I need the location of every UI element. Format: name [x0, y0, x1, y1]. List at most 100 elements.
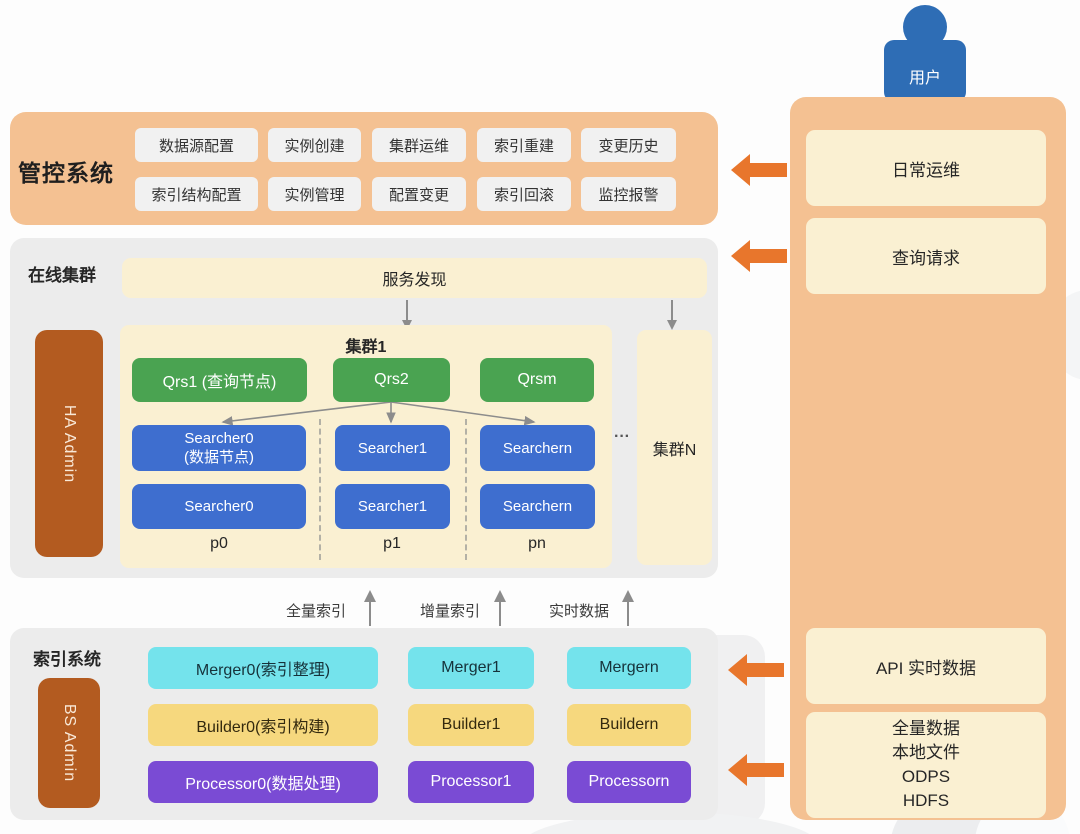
- partition-divider: [319, 419, 321, 560]
- daily-ops-label: 日常运维: [892, 160, 960, 180]
- chip-label: 实例管理: [284, 186, 345, 204]
- cluster-n-box: 集群N: [637, 330, 712, 565]
- qrs1-node: Qrs1 (查询节点): [132, 358, 307, 402]
- processor-label: Processorn: [588, 773, 670, 790]
- chip-instance-create: 实例创建: [268, 128, 361, 162]
- processor0-node: Processor0(数据处理): [148, 761, 378, 803]
- chip-index-rollback: 索引回滚: [477, 177, 571, 211]
- builder-label: Builder0(索引构建): [196, 719, 330, 736]
- searcher-node: Searchern: [480, 484, 595, 529]
- data-source-item: 全量数据: [892, 719, 960, 738]
- ha-admin-bar: HA Admin: [35, 330, 103, 557]
- builder1-node: Builder1: [408, 704, 534, 746]
- data-source-item: HDFS: [902, 791, 950, 810]
- ha-admin-label: HA Admin: [61, 404, 79, 483]
- online-cluster-panel: 在线集群 服务发现 HA Admin 集群1 Qrs1 (查询节点) Qrs2: [10, 238, 718, 578]
- chip-label: 索引结构配置: [151, 186, 242, 204]
- buildern-node: Buildern: [567, 704, 691, 746]
- merger0-node: Merger0(索引整理): [148, 647, 378, 689]
- user-actions-panel: 日常运维 查询请求 API 实时数据 全量数据 本地文件 ODPS HDFS: [790, 97, 1066, 820]
- chip-label: 监控报警: [598, 186, 659, 204]
- api-realtime-box: API 实时数据: [806, 628, 1046, 704]
- chip-label: 变更历史: [598, 137, 659, 155]
- chip-change-history: 变更历史: [581, 128, 676, 162]
- processor1-node: Processor1: [408, 761, 534, 803]
- chip-label: 索引回滚: [493, 186, 554, 204]
- qrs2-node: Qrs2: [333, 358, 450, 402]
- chip-label: 实例创建: [284, 137, 345, 155]
- realtime-data-label: 实时数据: [548, 603, 609, 620]
- builder-label: Buildern: [599, 716, 659, 733]
- qrsm-node: Qrsm: [480, 358, 594, 402]
- incremental-index-label: 增量索引: [419, 603, 480, 620]
- searcher-label: Searcher1: [357, 439, 428, 457]
- partition-label: p1: [383, 535, 401, 552]
- cluster-ellipsis: ···: [614, 428, 630, 445]
- searcher-label: Searcher1: [357, 498, 428, 515]
- service-discovery-bar: 服务发现: [122, 258, 707, 298]
- merger-label: Merger1: [441, 659, 501, 676]
- processor-label: Processor1: [430, 773, 512, 790]
- query-request-box: 查询请求: [806, 218, 1046, 294]
- searcher-label: Searchern: [502, 498, 573, 515]
- partition-label: pn: [528, 535, 546, 552]
- searcher-node: Searcher1: [335, 425, 450, 471]
- merger1-node: Merger1: [408, 647, 534, 689]
- query-request-label: 查询请求: [892, 248, 960, 268]
- chip-label: 索引重建: [493, 137, 554, 155]
- connector-lines: [221, 401, 536, 426]
- arrow-up-icon: [494, 590, 506, 626]
- searcher-label: Searcher0: [184, 498, 254, 515]
- searcher-label: Searcher0: [184, 430, 254, 447]
- api-realtime-label: API 实时数据: [875, 658, 977, 678]
- cluster1-title: 集群1: [345, 339, 387, 356]
- searcher-sublabel: (数据节点): [184, 449, 254, 466]
- chip-instance-manage: 实例管理: [268, 177, 361, 211]
- searcher-node: Searcher0: [132, 484, 306, 529]
- online-cluster-title: 在线集群: [28, 266, 96, 285]
- chip-datasource-config: 数据源配置: [135, 128, 258, 162]
- service-discovery-label: 服务发现: [382, 272, 447, 289]
- searcher-node: Searcher1: [335, 484, 450, 529]
- chip-cluster-ops: 集群运维: [372, 128, 466, 162]
- arrow-down-icon: [667, 300, 677, 330]
- chip-config-change: 配置变更: [372, 177, 466, 211]
- searcher-node: Searchern: [480, 425, 595, 471]
- full-data-sources-box: 全量数据 本地文件 ODPS HDFS: [806, 712, 1046, 818]
- arrow-left-icon: [731, 240, 787, 272]
- chip-label: 数据源配置: [158, 137, 234, 155]
- index-system-panel: 索引系统 BS Admin Merger0(索引整理) Merger1 Merg…: [10, 628, 718, 820]
- bs-admin-bar: BS Admin: [38, 678, 100, 808]
- chip-label: 集群运维: [388, 137, 449, 155]
- processorn-node: Processorn: [567, 761, 691, 803]
- data-source-item: 本地文件: [892, 743, 960, 762]
- builder-label: Builder1: [441, 716, 501, 733]
- merger-label: Merger0(索引整理): [195, 662, 331, 679]
- cluster1-box: 集群1 Qrs1 (查询节点) Qrs2 Qrsm Searcher0 (数据节…: [120, 325, 612, 568]
- chip-label: 配置变更: [388, 186, 449, 204]
- qrs-label: Qrs1 (查询节点): [162, 374, 277, 391]
- processor-label: Processor0(数据处理): [185, 776, 341, 793]
- partition-label: p0: [210, 535, 228, 552]
- user-badge: 用户: [884, 40, 966, 102]
- arrow-up-icon: [364, 590, 376, 626]
- arrow-left-icon: [728, 654, 784, 686]
- merger-label: Mergern: [599, 659, 659, 676]
- partition-divider: [465, 419, 467, 560]
- searcher-node: Searcher0 (数据节点): [132, 425, 306, 471]
- arrow-left-icon: [728, 754, 784, 786]
- arrow-left-icon: [731, 154, 787, 186]
- control-system-title: 管控系统: [18, 160, 114, 186]
- mergern-node: Mergern: [567, 647, 691, 689]
- searcher-label: Searchern: [502, 439, 573, 457]
- user-label: 用户: [908, 70, 941, 87]
- arrow-up-icon: [622, 590, 634, 626]
- control-system-panel: 管控系统 数据源配置 实例创建 集群运维 索引重建 变更历史 索引结构配置 实例…: [10, 112, 718, 225]
- builder0-node: Builder0(索引构建): [148, 704, 378, 746]
- chip-monitor-alert: 监控报警: [581, 177, 676, 211]
- daily-ops-box: 日常运维: [806, 130, 1046, 206]
- index-system-title: 索引系统: [33, 650, 101, 669]
- chip-index-rebuild: 索引重建: [477, 128, 571, 162]
- bs-admin-label: BS Admin: [61, 703, 79, 783]
